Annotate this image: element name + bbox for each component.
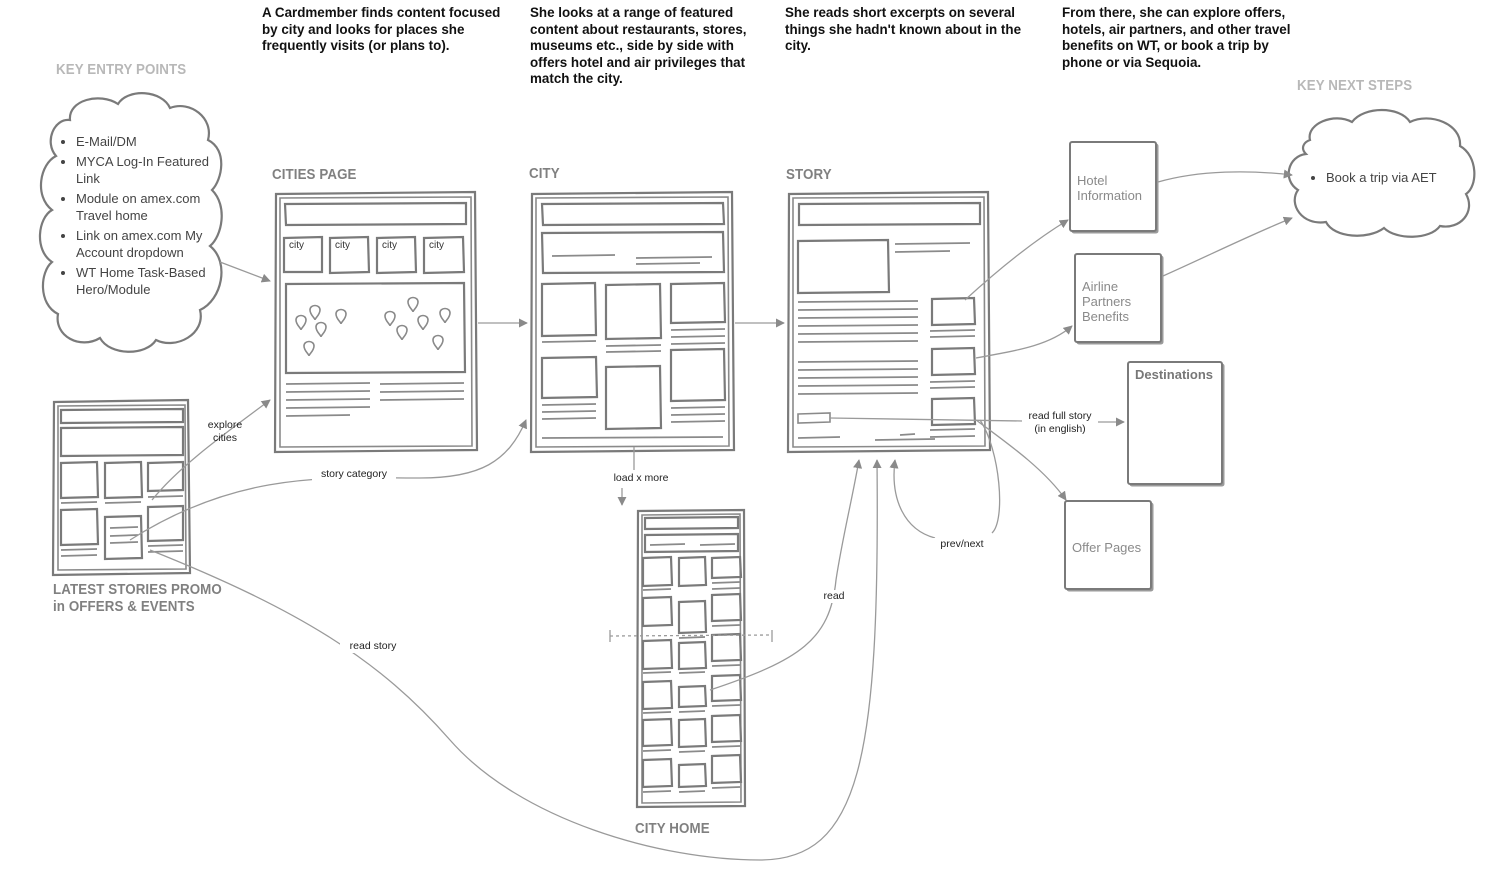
destinations-box: Destinations [1127, 361, 1223, 485]
label-read-story: read story [340, 640, 406, 653]
label-load-more: load x more [606, 472, 676, 485]
header-city-home: CITY HOME [635, 821, 710, 837]
entry-points-cloud [38, 92, 223, 353]
header-next-steps: KEY NEXT STEPS [1297, 78, 1413, 94]
next-steps-list: Book a trip via AET [1312, 169, 1472, 189]
header-entry-points: KEY ENTRY POINTS [56, 62, 187, 78]
entry-point-item: WT Home Task-Based Hero/Module [76, 264, 212, 298]
story-wireframe [786, 190, 992, 454]
next-step-item: Book a trip via AET [1326, 169, 1472, 186]
desc-city: She looks at a range of featured content… [530, 5, 747, 86]
label-prev-next: prev/next [930, 538, 994, 551]
airline-partners-label: Airline Partners Benefits [1082, 279, 1132, 324]
destinations-label: Destinations [1135, 367, 1214, 382]
hotel-information-box: Hotel Information [1069, 141, 1157, 232]
header-city: CITY [529, 166, 560, 182]
desc-story: She reads short excerpts on several thin… [785, 5, 1022, 53]
label-read: read [816, 590, 852, 603]
city-wireframe [529, 190, 736, 454]
city-tile-3: city [382, 240, 397, 251]
entry-point-item: Link on amex.com My Account dropdown [76, 227, 212, 261]
entry-point-item: MYCA Log-In Featured Link [76, 153, 212, 187]
label-story-category: story category [312, 468, 396, 481]
map-pins [295, 296, 451, 357]
label-explore-cities: explore cities [207, 419, 243, 444]
latest-stories-wireframe [51, 398, 192, 577]
label-read-full-story: read full story (in english) [1022, 410, 1098, 435]
header-story: STORY [786, 167, 832, 183]
offer-pages-box: Offer Pages [1064, 500, 1152, 590]
latest-stories-label: LATEST STORIES PROMO in OFFERS & EVENTS [53, 582, 222, 615]
airline-partners-box: Airline Partners Benefits [1074, 253, 1162, 343]
offer-pages-label: Offer Pages [1072, 540, 1142, 555]
next-steps-cloud [1287, 109, 1476, 238]
hotel-information-label: Hotel Information [1077, 173, 1143, 203]
desc-next: From there, she can explore offers, hote… [1062, 5, 1291, 70]
city-home-grid [641, 555, 743, 789]
city-tile-1: city [289, 240, 304, 251]
header-cities-page: CITIES PAGE [272, 167, 357, 183]
cities-page-wireframe [273, 190, 479, 454]
entry-point-item: E-Mail/DM [76, 133, 212, 150]
desc-cities: A Cardmember finds content focused by ci… [262, 5, 501, 53]
city-tile-2: city [335, 240, 350, 251]
entry-point-item: Module on amex.com Travel home [76, 190, 212, 224]
header-latest-stories: LATEST STORIES PROMO in OFFERS & EVENTS [53, 582, 228, 616]
entry-points-list: E-Mail/DM MYCA Log-In Featured Link Modu… [62, 133, 212, 301]
city-tile-4: city [429, 240, 444, 251]
city-home-wireframe [609, 508, 773, 809]
